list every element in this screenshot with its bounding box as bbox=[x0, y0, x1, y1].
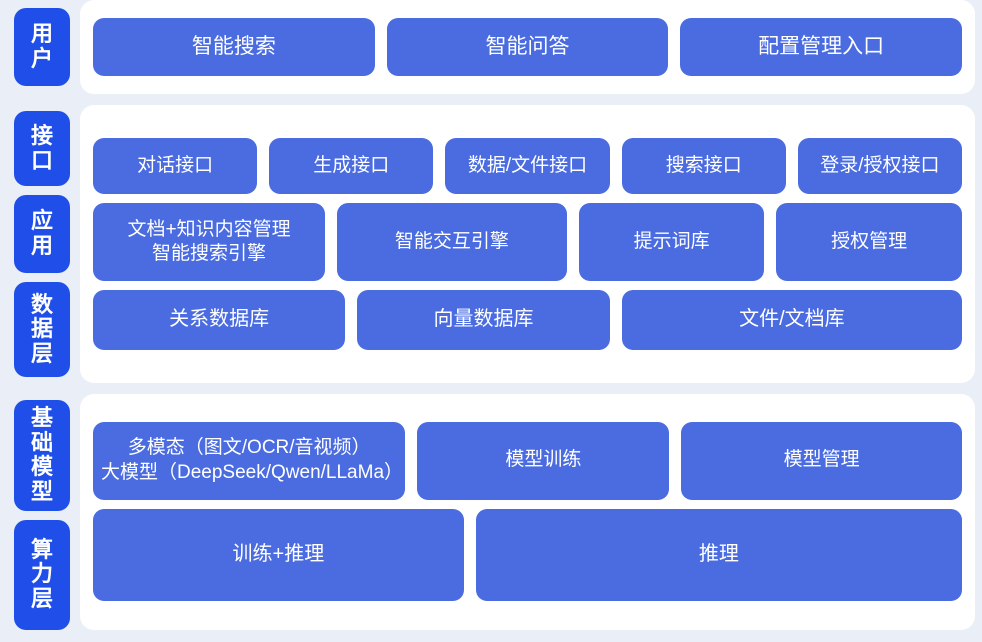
layer-band-infrastructure: 基础模型 算力层 多模态（图文/OCR/音视频） 大模型（DeepSeek/Qw… bbox=[0, 394, 982, 630]
card-data-file-api[interactable]: 数据/文件接口 bbox=[445, 138, 610, 194]
tab-column-platform: 接口 应用 数据层 bbox=[14, 111, 70, 377]
row-user-entries: 智能搜索 智能问答 配置管理入口 bbox=[93, 18, 963, 76]
layer-tab-compute-label: 算力层 bbox=[30, 536, 53, 612]
layer-band-platform: 接口 应用 数据层 对话接口 生成接口 数据/文件接口 搜索接口 登录/授权接口… bbox=[0, 105, 982, 383]
card-doc-knowledge-management[interactable]: 文档+知识内容管理 智能搜索引擎 bbox=[93, 203, 326, 281]
card-model-training[interactable]: 模型训练 bbox=[417, 421, 670, 500]
card-vector-database[interactable]: 向量数据库 bbox=[357, 290, 610, 350]
layer-tab-application[interactable]: 应用 bbox=[14, 195, 70, 273]
row-data-stores: 关系数据库 向量数据库 文件/文档库 bbox=[93, 290, 963, 350]
card-smart-qa[interactable]: 智能问答 bbox=[386, 18, 669, 76]
panel-platform: 对话接口 生成接口 数据/文件接口 搜索接口 登录/授权接口 文档+知识内容管理… bbox=[80, 105, 975, 383]
card-training-inference[interactable]: 训练+推理 bbox=[93, 508, 464, 601]
layer-tab-data[interactable]: 数据层 bbox=[14, 282, 70, 377]
card-config-management-entry[interactable]: 配置管理入口 bbox=[680, 18, 963, 76]
layer-tab-application-label: 应用 bbox=[30, 208, 53, 258]
card-dialog-api[interactable]: 对话接口 bbox=[93, 138, 258, 194]
card-login-auth-api[interactable]: 登录/授权接口 bbox=[797, 138, 963, 194]
row-interface-apis: 对话接口 生成接口 数据/文件接口 搜索接口 登录/授权接口 bbox=[93, 138, 963, 194]
card-inference[interactable]: 推理 bbox=[475, 508, 962, 601]
card-file-document-store[interactable]: 文件/文档库 bbox=[621, 290, 963, 350]
card-search-api[interactable]: 搜索接口 bbox=[621, 138, 786, 194]
row-model-capabilities: 多模态（图文/OCR/音视频） 大模型（DeepSeek/Qwen/LLaMa）… bbox=[93, 421, 962, 500]
card-model-management[interactable]: 模型管理 bbox=[681, 421, 962, 500]
layer-tab-compute[interactable]: 算力层 bbox=[14, 519, 70, 630]
layer-tab-user[interactable]: 用户 bbox=[14, 8, 70, 86]
card-multimodal-large-model[interactable]: 多模态（图文/OCR/音视频） 大模型（DeepSeek/Qwen/LLaMa） bbox=[93, 421, 406, 500]
card-relational-database[interactable]: 关系数据库 bbox=[93, 290, 346, 350]
card-authorization-management[interactable]: 授权管理 bbox=[776, 203, 962, 281]
layer-tab-foundation-model-label: 基础模型 bbox=[30, 405, 53, 504]
layer-tab-foundation-model[interactable]: 基础模型 bbox=[14, 400, 70, 511]
row-compute-capabilities: 训练+推理 推理 bbox=[93, 508, 962, 601]
card-smart-interaction-engine[interactable]: 智能交互引擎 bbox=[337, 203, 567, 281]
layer-tab-user-label: 用户 bbox=[30, 21, 53, 71]
card-prompt-library[interactable]: 提示词库 bbox=[578, 203, 765, 281]
layer-tab-data-label: 数据层 bbox=[30, 291, 53, 366]
panel-infrastructure: 多模态（图文/OCR/音视频） 大模型（DeepSeek/Qwen/LLaMa）… bbox=[80, 394, 975, 630]
tab-column-user: 用户 bbox=[14, 8, 70, 86]
row-application-services: 文档+知识内容管理 智能搜索引擎 智能交互引擎 提示词库 授权管理 bbox=[93, 203, 962, 281]
tab-column-infrastructure: 基础模型 算力层 bbox=[14, 400, 70, 630]
layer-band-user: 用户 智能搜索 智能问答 配置管理入口 bbox=[0, 0, 982, 94]
layer-tab-interface[interactable]: 接口 bbox=[14, 111, 70, 186]
card-smart-search[interactable]: 智能搜索 bbox=[93, 18, 375, 76]
panel-user: 智能搜索 智能问答 配置管理入口 bbox=[80, 0, 975, 94]
layer-tab-interface-label: 接口 bbox=[30, 122, 53, 173]
card-generation-api[interactable]: 生成接口 bbox=[269, 138, 434, 194]
